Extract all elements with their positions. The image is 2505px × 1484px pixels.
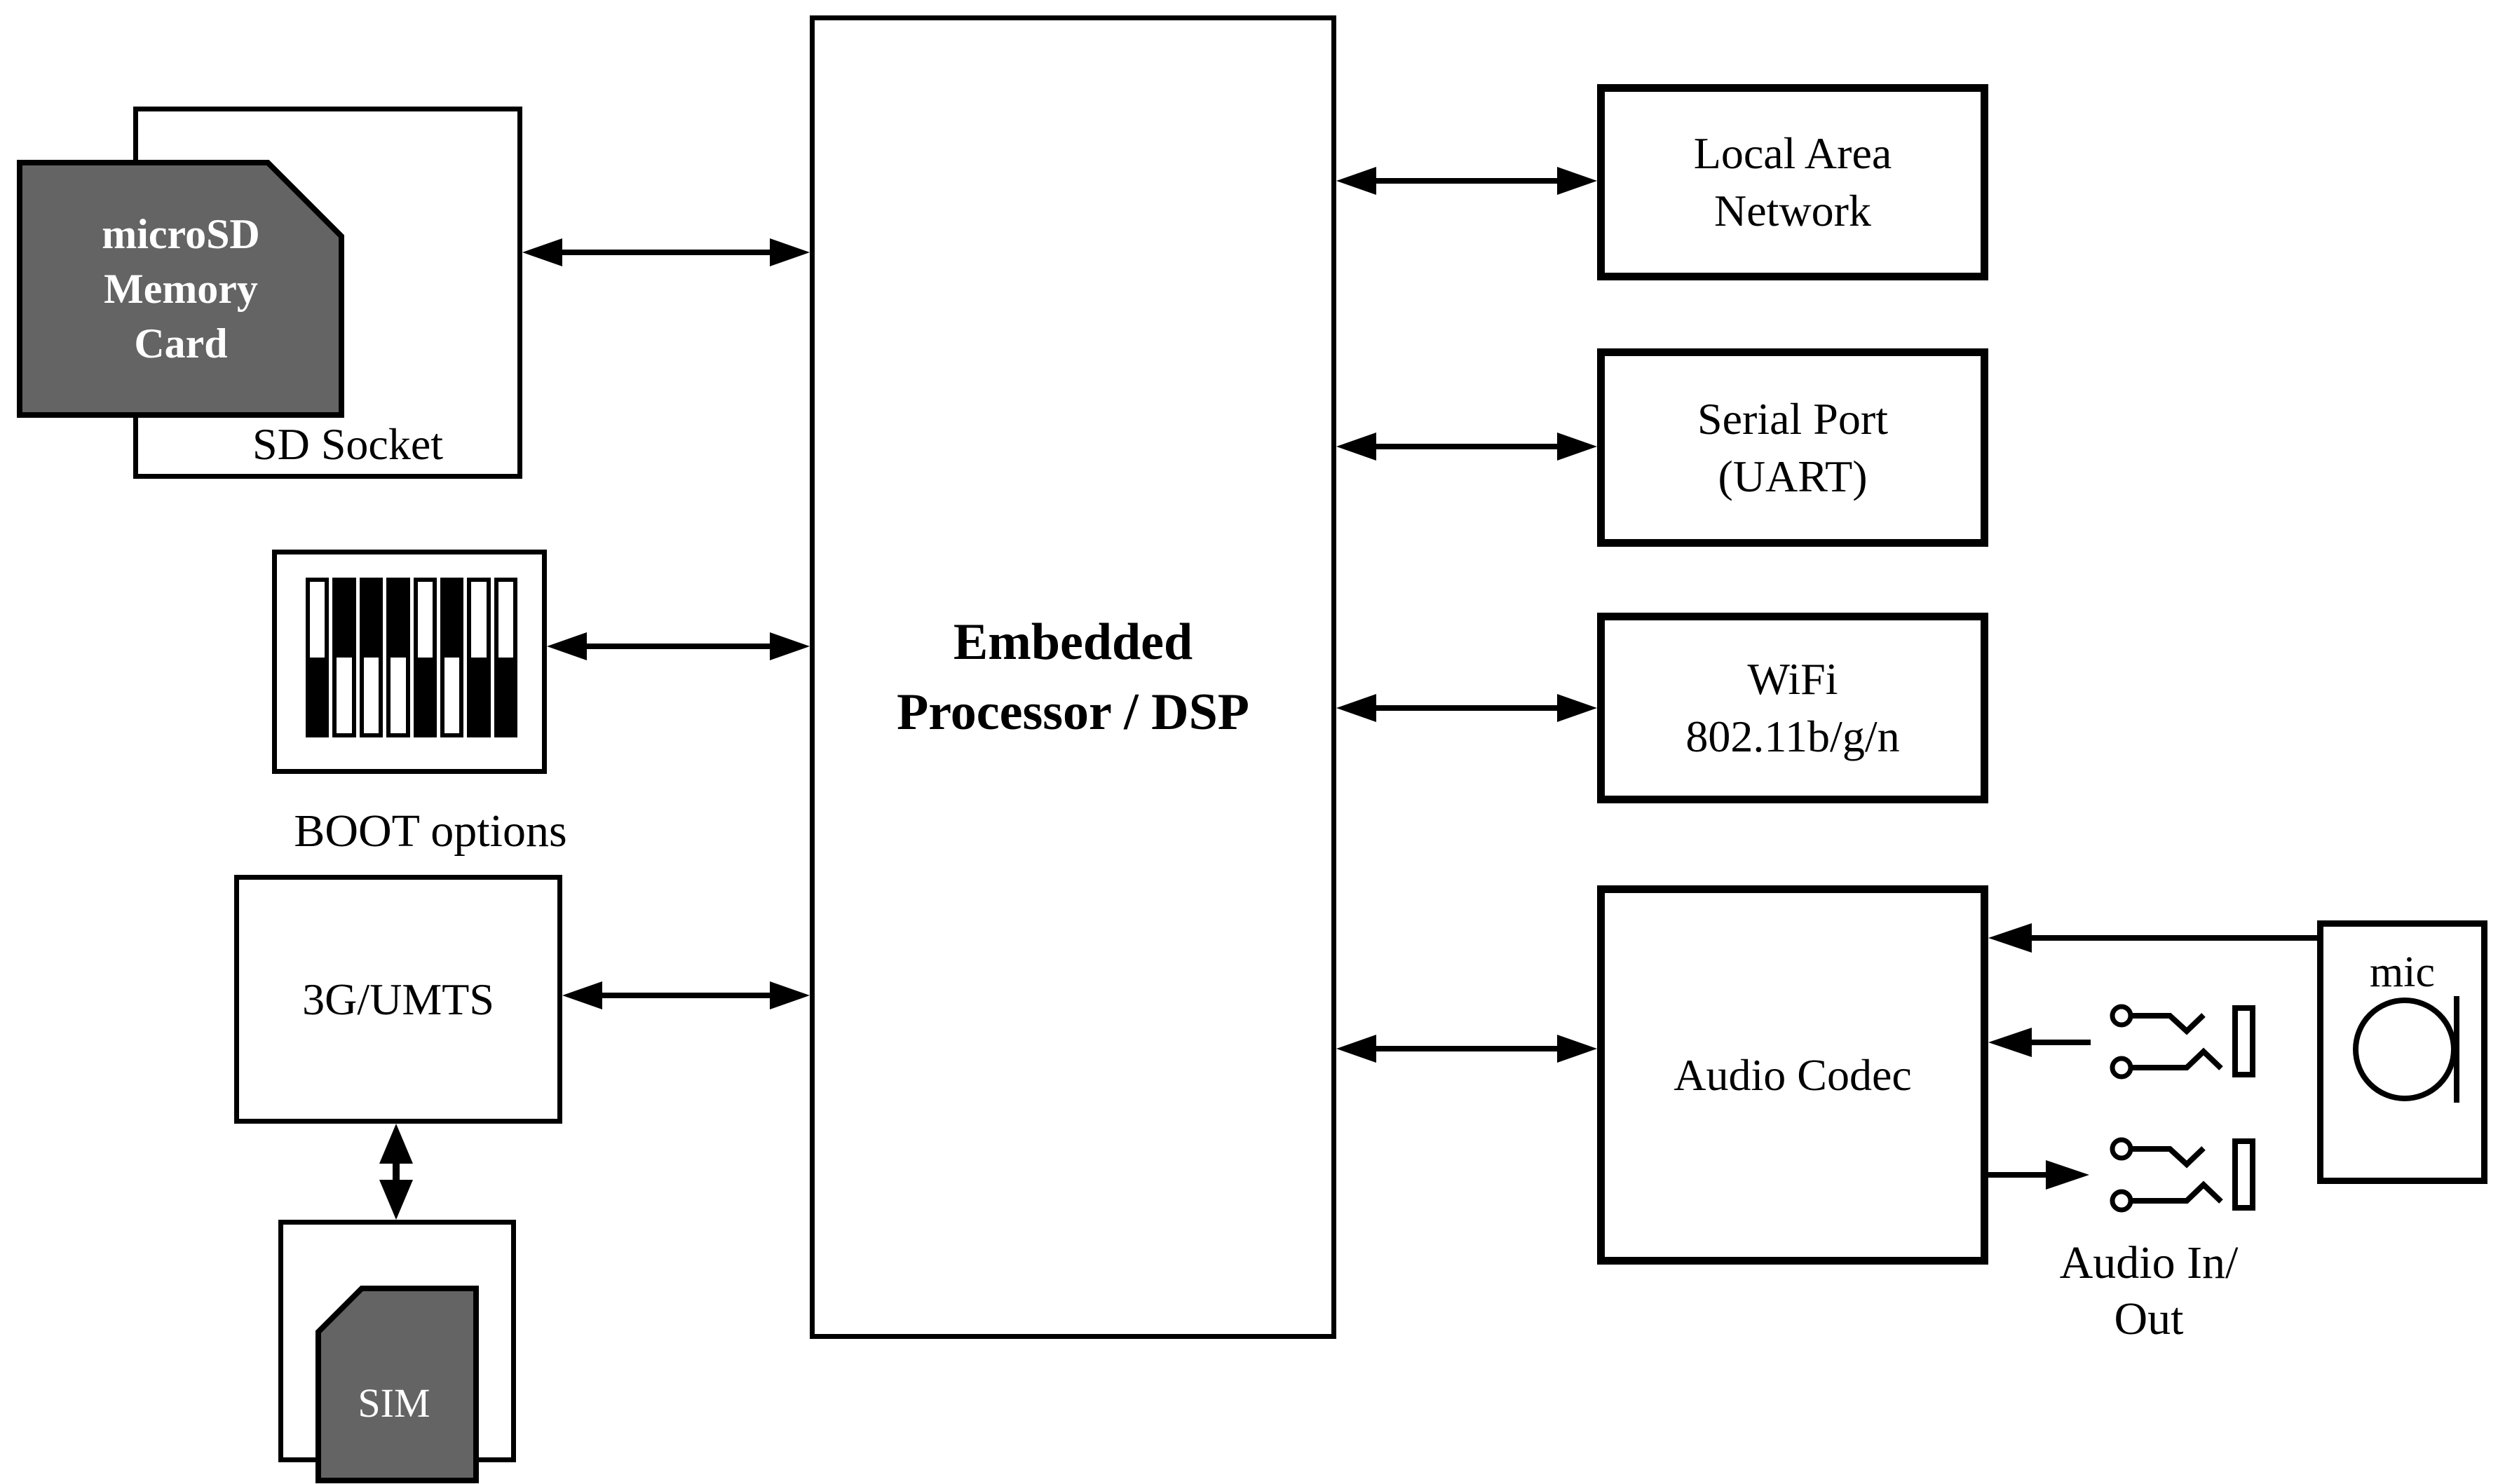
dip-half-bottom (391, 658, 406, 733)
audio-codec-label: Audio Codec (1674, 1049, 1912, 1100)
dip-switch-down (467, 578, 491, 737)
dip-switch-up (386, 578, 410, 737)
lan-label-line1: Local Area (1693, 128, 1892, 178)
serial-port-box: Serial Port (UART) (1597, 348, 1988, 547)
arrow-umts-sim (379, 1124, 413, 1220)
arrow-processor-serial (1336, 433, 1597, 461)
wifi-label-line1: WiFi (1747, 654, 1838, 704)
microsd-card-label: microSD Memory Card (20, 163, 342, 415)
dip-half-top (471, 582, 487, 658)
audio-codec-box: Audio Codec (1597, 885, 1988, 1265)
arrow-umts-processor (562, 981, 810, 1009)
sim-card-shape (315, 1286, 479, 1483)
lan-box: Local Area Network (1597, 84, 1988, 280)
audio-jack-in-icon (2110, 1004, 2255, 1080)
arrow-codec-audioout (1988, 1160, 2089, 1190)
audio-io-line1: Audio In/ (2059, 1237, 2239, 1288)
dip-half-bottom (417, 658, 433, 733)
microphone-icon (2353, 996, 2459, 1103)
dip-half-top (498, 582, 513, 658)
dip-switch-down (306, 578, 330, 737)
dip-half-top (417, 582, 433, 658)
dip-half-top (363, 582, 379, 658)
dip-switch-block (306, 578, 517, 737)
wifi-label-line2: 802.11b/g/n (1685, 712, 1900, 761)
dip-switch-up (359, 578, 383, 737)
microsd-card-shape (17, 160, 344, 418)
dip-half-top (391, 582, 406, 658)
dip-switch-up (440, 578, 464, 737)
dip-half-bottom (363, 658, 379, 733)
lan-label-line2: Network (1714, 186, 1871, 236)
dip-half-top (337, 582, 352, 658)
audio-io-line2: Out (2114, 1293, 2184, 1345)
serial-label-line1: Serial Port (1697, 393, 1888, 444)
umts-box: 3G/UMTS (234, 875, 562, 1124)
dip-switch-down (413, 578, 437, 737)
dip-switch-down (494, 578, 517, 737)
arrow-mic-codec (1988, 923, 2317, 953)
arrow-sd-processor (522, 238, 810, 266)
boot-options-label: BOOT options (294, 805, 567, 857)
processor-box: Embedded Processor / DSP (810, 15, 1336, 1339)
sim-card-label: SIM (358, 1380, 430, 1426)
audio-io-label: Audio In/ Out (2009, 1235, 2289, 1347)
dip-half-bottom (471, 658, 487, 733)
arrow-processor-codec (1336, 1035, 1597, 1063)
sd-socket-label: SD Socket (252, 419, 443, 469)
dip-half-bottom (310, 658, 325, 733)
microsd-line3: Card (134, 320, 228, 367)
dip-half-bottom (337, 658, 352, 733)
processor-label-line1: Embedded (953, 613, 1193, 671)
dip-half-top (444, 582, 460, 658)
dip-half-top (310, 582, 325, 658)
dip-half-bottom (498, 658, 513, 733)
mic-label: mic (2370, 948, 2435, 996)
microsd-line1: microSD (102, 211, 260, 257)
umts-label: 3G/UMTS (302, 974, 494, 1024)
arrow-boot-processor (547, 632, 810, 660)
processor-label-line2: Processor / DSP (897, 683, 1249, 741)
wifi-box: WiFi 802.11b/g/n (1597, 613, 1988, 803)
serial-label-line2: (UART) (1718, 451, 1868, 501)
microsd-line2: Memory (104, 266, 258, 312)
arrow-processor-wifi (1336, 694, 1597, 722)
dip-switch-up (332, 578, 356, 737)
arrow-processor-lan (1336, 167, 1597, 195)
dip-half-bottom (444, 658, 460, 733)
audio-jack-out-icon (2110, 1137, 2255, 1213)
arrow-audioin-codec (1988, 1028, 2091, 1057)
